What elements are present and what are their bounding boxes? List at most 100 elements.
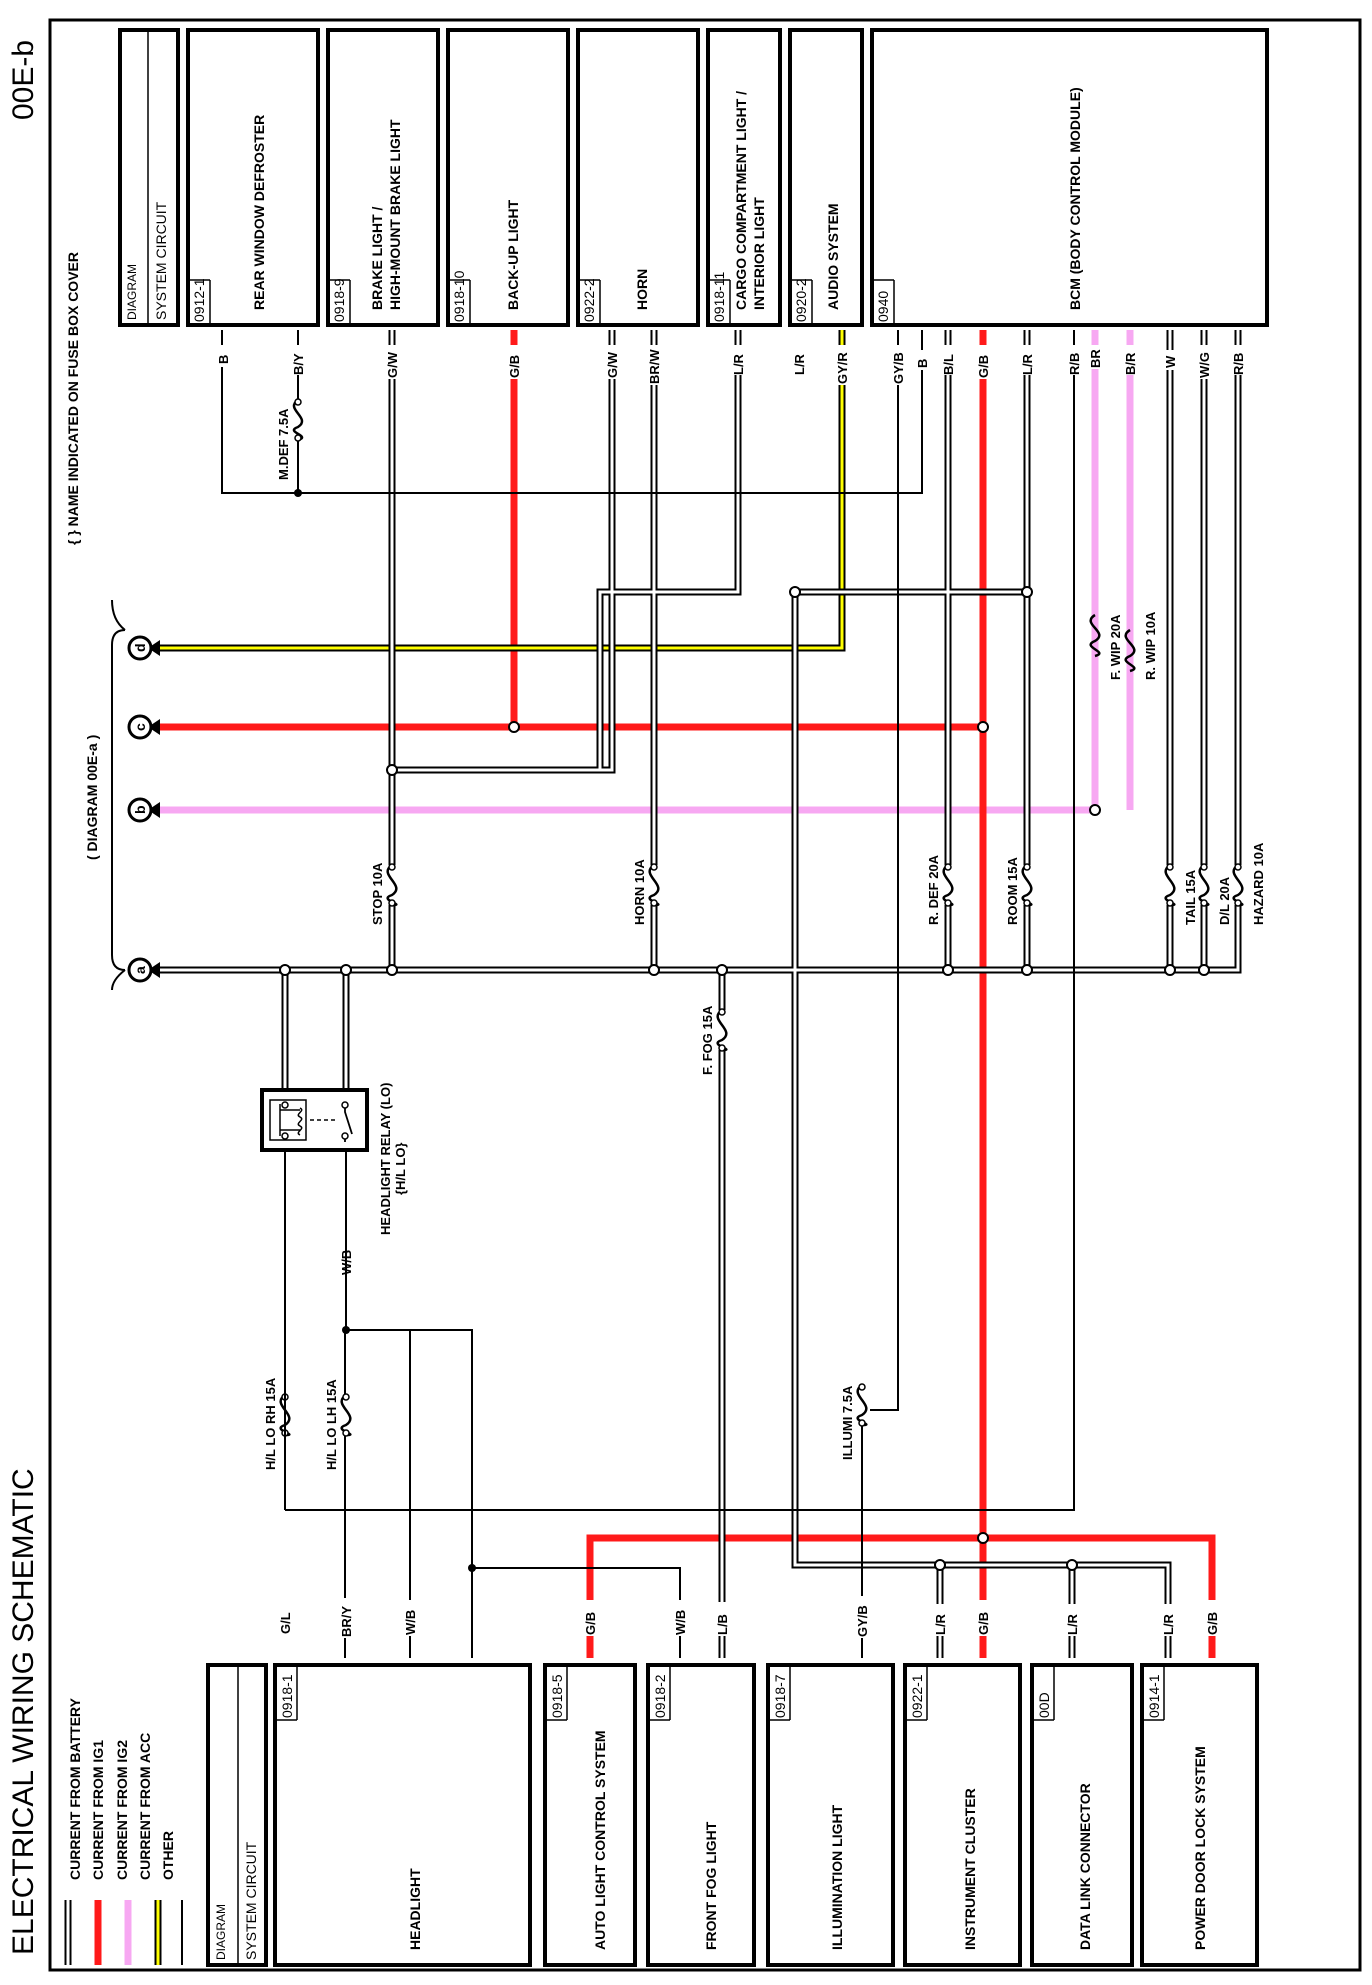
- box-audio-system: 0920-2 AUDIO SYSTEM: [788, 28, 864, 327]
- svg-text:0914-1: 0914-1: [1146, 1674, 1162, 1718]
- svg-text:G/B: G/B: [583, 1612, 598, 1635]
- svg-text:L/R: L/R: [1020, 353, 1035, 375]
- svg-text:BR: BR: [1088, 349, 1103, 368]
- connector-a-label: a: [132, 966, 148, 974]
- svg-text:L/R: L/R: [1065, 1613, 1080, 1635]
- svg-text:GY/R: GY/R: [835, 352, 850, 384]
- svg-text:W: W: [1163, 355, 1178, 368]
- fuse-label-mdef: M.DEF 7.5A: [276, 408, 291, 480]
- legend-battery: CURRENT FROM BATTERY: [67, 1697, 83, 1880]
- box-bcm: 0940 BCM (BODY CONTROL MODULE): [870, 28, 1269, 327]
- svg-text:0918-2: 0918-2: [652, 1674, 668, 1718]
- svg-text:DIAGRAM: DIAGRAM: [214, 1904, 228, 1960]
- svg-text:00D: 00D: [1036, 1692, 1052, 1718]
- svg-text:0912-1: 0912-1: [191, 278, 207, 322]
- svg-text:HORN: HORN: [634, 269, 650, 310]
- svg-text:SYSTEM CIRCUIT: SYSTEM CIRCUIT: [153, 201, 169, 320]
- svg-text:0918-9: 0918-9: [331, 278, 347, 322]
- connector-c-label: c: [132, 723, 148, 731]
- svg-text:BCM (BODY CONTROL MODULE): BCM (BODY CONTROL MODULE): [1067, 87, 1083, 310]
- fuse-label-tail: TAIL 15A: [1183, 869, 1198, 925]
- diagram-ref: ( DIAGRAM 00E-a ): [84, 735, 100, 860]
- box-back-up-light: 0918-10 BACK-UP LIGHT: [446, 28, 570, 327]
- box-data-link-connector: 00D DATA LINK CONNECTOR: [1030, 1663, 1134, 1967]
- battery-wires: [160, 330, 1242, 1658]
- bottom-header-box: DIAGRAM SYSTEM CIRCUIT: [206, 1663, 268, 1967]
- acc-wires: [160, 330, 846, 652]
- fuse-room: [1019, 863, 1035, 907]
- page-title: ELECTRICAL WIRING SCHEMATIC: [7, 1468, 40, 1955]
- svg-text:DIAGRAM: DIAGRAM: [125, 264, 139, 320]
- svg-text:B: B: [216, 355, 231, 364]
- svg-text:B: B: [915, 359, 930, 368]
- box-instrument-cluster: 0922-1 INSTRUMENT CLUSTER: [903, 1663, 1022, 1967]
- svg-text:AUTO LIGHT CONTROL SYSTEM: AUTO LIGHT CONTROL SYSTEM: [592, 1730, 608, 1950]
- svg-text:G/B: G/B: [976, 355, 991, 378]
- svg-text:BACK-UP LIGHT: BACK-UP LIGHT: [505, 199, 521, 310]
- page-code: 00E-b: [7, 40, 40, 120]
- svg-text:INTERIOR LIGHT: INTERIOR LIGHT: [751, 197, 767, 310]
- svg-text:0918-11: 0918-11: [711, 271, 727, 322]
- box-headlight: 0918-1 HEADLIGHT: [273, 1663, 532, 1967]
- legend-ig2: CURRENT FROM IG2: [114, 1740, 130, 1880]
- svg-text:INSTRUMENT CLUSTER: INSTRUMENT CLUSTER: [962, 1788, 978, 1950]
- top-wire-labels: B B/Y G/W G/B G/W BR/W L/R L/R GY/R GY/B…: [212, 345, 1251, 385]
- fuse-hllh: [338, 1393, 354, 1437]
- fuse-illumi: [854, 1383, 870, 1427]
- fuse-label-hllh: H/L LO LH 15A: [324, 1379, 339, 1470]
- fuse-label-dl: D/L 20A: [1217, 876, 1232, 925]
- svg-text:SYSTEM CIRCUIT: SYSTEM CIRCUIT: [243, 1841, 259, 1960]
- box-illumination-light: 0918-7 ILLUMINATION LIGHT: [766, 1663, 895, 1967]
- svg-text:G/B: G/B: [507, 355, 522, 378]
- svg-text:0920-2: 0920-2: [793, 278, 809, 322]
- box-power-door-lock: 0914-1 POWER DOOR LOCK SYSTEM: [1140, 1663, 1259, 1967]
- svg-text:G/W: G/W: [605, 351, 620, 378]
- fuse-label-room: ROOM 15A: [1005, 856, 1020, 925]
- svg-text:L/B: L/B: [715, 1614, 730, 1635]
- svg-text:HIGH-MOUNT BRAKE LIGHT: HIGH-MOUNT BRAKE LIGHT: [387, 119, 403, 310]
- svg-text:AUDIO SYSTEM: AUDIO SYSTEM: [825, 203, 841, 310]
- svg-text:BRAKE LIGHT /: BRAKE LIGHT /: [369, 206, 385, 310]
- svg-text:W/B: W/B: [673, 1610, 688, 1635]
- fuse-stop: [384, 863, 400, 907]
- ig1-wires: [160, 330, 1216, 1658]
- fuse-label-fwip: F. WIP 20A: [1108, 614, 1123, 680]
- bottom-wire-labels: G/L BR/Y W/B G/B W/B L/B GY/B L/R G/B L/…: [276, 1596, 1225, 1638]
- svg-text:POWER DOOR LOCK SYSTEM: POWER DOOR LOCK SYSTEM: [1192, 1746, 1208, 1950]
- fuse-label-rdef: R. DEF 20A: [926, 854, 941, 925]
- connector-a: a: [127, 957, 160, 983]
- svg-text:FRONT FOG LIGHT: FRONT FOG LIGHT: [703, 1821, 719, 1950]
- svg-text:B/L: B/L: [941, 354, 956, 375]
- top-header-box: DIAGRAM SYSTEM CIRCUIT: [118, 28, 180, 327]
- page-border: [48, 18, 1362, 1972]
- fuse-label-hazard: HAZARD 10A: [1251, 842, 1266, 925]
- legend-other: OTHER: [160, 1831, 176, 1880]
- svg-text:0922-2: 0922-2: [581, 278, 597, 322]
- svg-text:CARGO COMPARTMENT LIGHT /: CARGO COMPARTMENT LIGHT /: [733, 91, 749, 310]
- svg-text:G/B: G/B: [1205, 1612, 1220, 1635]
- headlight-relay: HEADLIGHT RELAY (LO) {H/L LO} W/B: [260, 1083, 408, 1280]
- svg-text:0918-10: 0918-10: [451, 270, 467, 322]
- svg-text:L/R: L/R: [731, 353, 746, 375]
- fuse-fwip: [1089, 613, 1101, 658]
- fuse-dl: [1196, 863, 1212, 907]
- fuse-ffog: [716, 1008, 734, 1052]
- legend-acc: CURRENT FROM ACC: [137, 1733, 153, 1880]
- box-cargo-light: 0918-11 CARGO COMPARTMENT LIGHT / INTERI…: [706, 28, 782, 327]
- svg-text:BR/Y: BR/Y: [339, 1606, 354, 1637]
- svg-text:REAR WINDOW DEFROSTER: REAR WINDOW DEFROSTER: [251, 115, 267, 310]
- fuse-label-horn: HORN 10A: [632, 859, 647, 925]
- connector-c: c: [127, 714, 160, 740]
- svg-text:G/B: G/B: [976, 1612, 991, 1635]
- fuse-label-rwip: R. WIP 10A: [1143, 611, 1158, 680]
- relay-name: HEADLIGHT RELAY (LO): [378, 1083, 393, 1235]
- box-auto-light-control: 0918-5 AUTO LIGHT CONTROL SYSTEM: [543, 1663, 637, 1967]
- fuse-labels: M.DEF 7.5A F. WIP 20A R. WIP 10A STOP 10…: [263, 408, 1266, 1470]
- svg-text:G/L: G/L: [278, 1612, 293, 1634]
- svg-text:0918-1: 0918-1: [279, 1674, 295, 1718]
- box-horn: 0922-2 HORN: [576, 28, 700, 327]
- fuse-label-ffog: F. FOG 15A: [700, 1005, 715, 1075]
- connector-bracket: [111, 599, 126, 991]
- fuse-horn: [646, 863, 662, 907]
